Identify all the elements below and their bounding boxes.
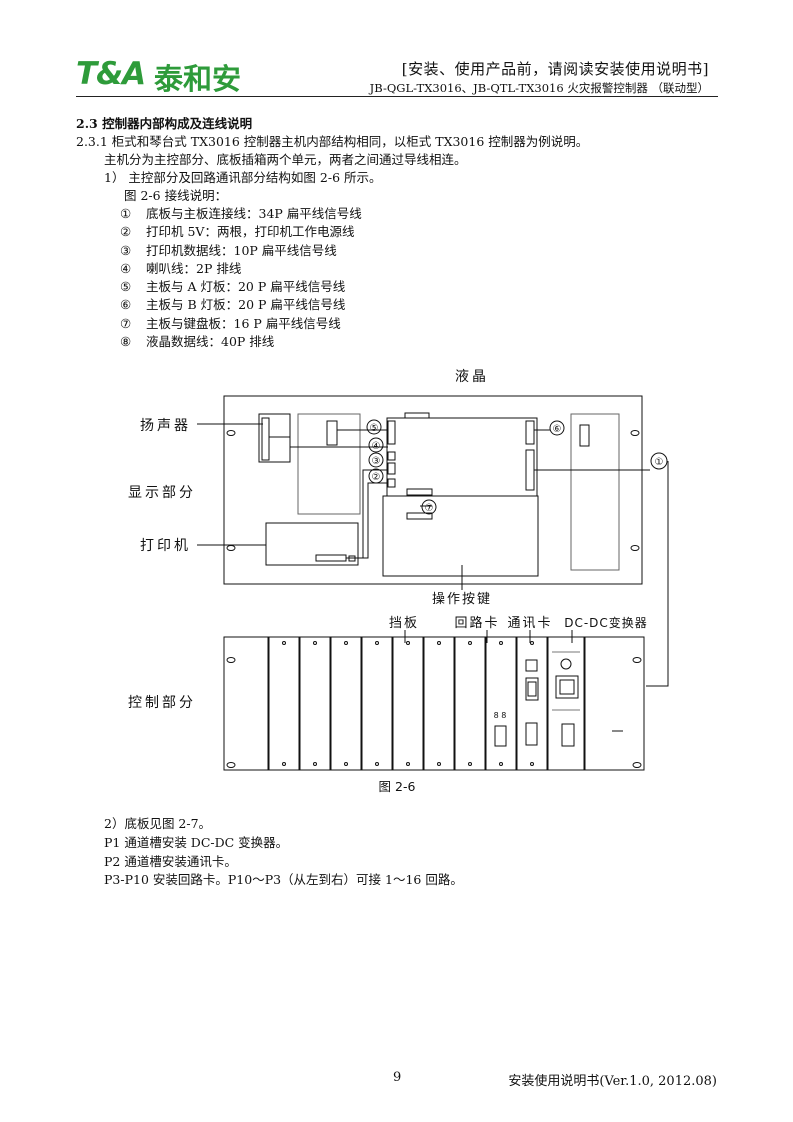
comm-card-port-inner <box>527 681 537 697</box>
paragraph-p2: P2 通道槽安装通讯卡。 <box>104 854 237 869</box>
label-lcd: 液晶 <box>455 369 489 385</box>
svg-text:③: ③ <box>372 456 381 467</box>
callout-5: ⑤ <box>366 419 382 435</box>
svg-text:⑤: ⑤ <box>370 423 379 434</box>
svg-text:⑥: ⑥ <box>553 424 562 435</box>
speaker-connector <box>261 417 270 461</box>
svg-text:④: ④ <box>372 441 381 452</box>
label-dcdc: DC-DC变换器 <box>564 615 648 630</box>
wiring-list-title: 图 2-6 接线说明： <box>124 188 228 203</box>
label-baffle: 挡板 <box>389 616 419 631</box>
svg-text:⑦: ⑦ <box>425 503 434 514</box>
dcdc-knob <box>560 658 572 670</box>
control-rack <box>223 636 645 771</box>
connector-b <box>579 424 590 447</box>
comm-card-window <box>525 722 538 746</box>
comm-card-port <box>525 677 539 701</box>
connector-a <box>326 420 338 446</box>
keyboard-connector <box>406 512 433 520</box>
dcdc-display <box>555 675 579 699</box>
label-loop-card: 回路卡 <box>454 615 499 631</box>
mainboard-connector-4 <box>387 451 396 461</box>
svg-text:①: ① <box>655 457 664 468</box>
label-display: 显示部分 <box>128 485 196 501</box>
callout-2: ② <box>368 468 384 484</box>
paragraph-structure: 2.3.1 柜式和琴台式 TX3016 控制器主机内部结构相同，以柜式 TX30… <box>76 134 589 149</box>
loop-card-window <box>494 725 507 747</box>
logo-chinese-text: 泰和安 <box>154 62 242 96</box>
callout-1: ① <box>650 452 668 470</box>
header-divider <box>76 96 718 97</box>
lcd-tab <box>404 412 430 419</box>
printer-box <box>265 522 359 566</box>
display-panel <box>223 395 643 585</box>
paragraph-p3-p10: P3-P10 安装回路卡。P10～P3（从左到右）可接 1～16 回路。 <box>104 872 463 887</box>
printer-connector <box>315 554 347 562</box>
logo-latin-text: T&A <box>76 56 146 92</box>
paragraph-figure-ref: 1） 主控部分及回路通讯部分结构如图 2-6 所示。 <box>104 170 382 185</box>
header-title: [安装、使用产品前，请阅读安装使用说明书] <box>401 60 709 78</box>
label-keys: 操作按键 <box>432 591 492 607</box>
footer-doc-title: 安装使用说明书(Ver.1.0, 2012.08) <box>508 1074 717 1089</box>
label-speaker: 扬声器 <box>140 418 191 434</box>
figure-caption: 图 2-6 <box>379 779 416 794</box>
comm-card-led <box>525 659 538 672</box>
mainboard-connector-3 <box>387 462 396 475</box>
callout-6: ⑥ <box>549 420 565 436</box>
keyboard-tab <box>406 488 433 496</box>
company-logo: T&A 泰和安 <box>76 56 272 96</box>
mainboard-connector-6 <box>525 420 535 445</box>
mainboard-connector-2 <box>387 478 396 488</box>
paragraph-backplane: 2）底板见图 2-7。 <box>104 816 212 831</box>
paragraph-p1: P1 通道槽安装 DC-DC 变换器。 <box>104 835 289 850</box>
paragraph-units: 主机分为主控部分、底板插箱两个单元，两者之间通过导线相连。 <box>104 152 467 167</box>
page-number: 9 <box>393 1070 402 1085</box>
label-printer: 打印机 <box>140 537 191 554</box>
mainboard-connector-5 <box>387 420 396 445</box>
loop-card-marks: 8 8 <box>494 711 507 720</box>
dcdc-window <box>561 723 575 747</box>
speaker-box <box>258 413 291 463</box>
lcd-module <box>386 417 538 497</box>
callout-7: ⑦ <box>421 499 437 515</box>
mainboard-connector-1 <box>525 449 535 491</box>
keyboard-panel <box>382 495 539 577</box>
dcdc-display-inner <box>559 679 575 695</box>
header-subtitle: JB-QGL-TX3016、JB-QTL-TX3016 火灾报警控制器 （联动型… <box>369 81 709 95</box>
label-control: 控制部分 <box>128 695 196 711</box>
section-heading: 2.3 控制器内部构成及连线说明 <box>76 116 253 131</box>
led-board-a <box>297 413 361 515</box>
callout-3: ③ <box>368 452 384 468</box>
label-comm-card: 通讯卡 <box>507 616 552 631</box>
led-board-b <box>570 413 620 571</box>
callout-4: ④ <box>368 437 384 453</box>
svg-text:②: ② <box>372 472 381 483</box>
